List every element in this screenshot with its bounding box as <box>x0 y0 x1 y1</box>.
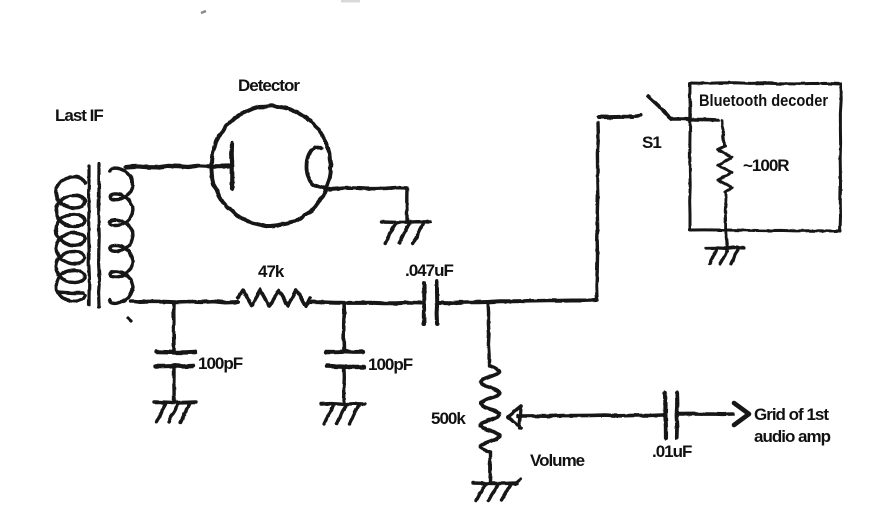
svg-text:100pF: 100pF <box>198 354 243 373</box>
svg-text:.047uF: .047uF <box>405 261 453 280</box>
svg-text:Volume: Volume <box>530 451 585 470</box>
svg-text:500k: 500k <box>431 409 466 428</box>
svg-text:Bluetooth decoder: Bluetooth decoder <box>699 91 828 110</box>
svg-text:S1: S1 <box>642 133 661 152</box>
svg-text:100pF: 100pF <box>368 355 413 374</box>
svg-text:~100R: ~100R <box>743 156 789 175</box>
svg-text:Detector: Detector <box>238 76 300 95</box>
svg-text:Grid of 1st: Grid of 1st <box>754 405 829 424</box>
svg-text:audio amp: audio amp <box>754 427 831 446</box>
svg-text:.01uF: .01uF <box>652 442 692 461</box>
svg-text:47k: 47k <box>258 262 285 281</box>
svg-text:Last IF: Last IF <box>55 106 103 125</box>
